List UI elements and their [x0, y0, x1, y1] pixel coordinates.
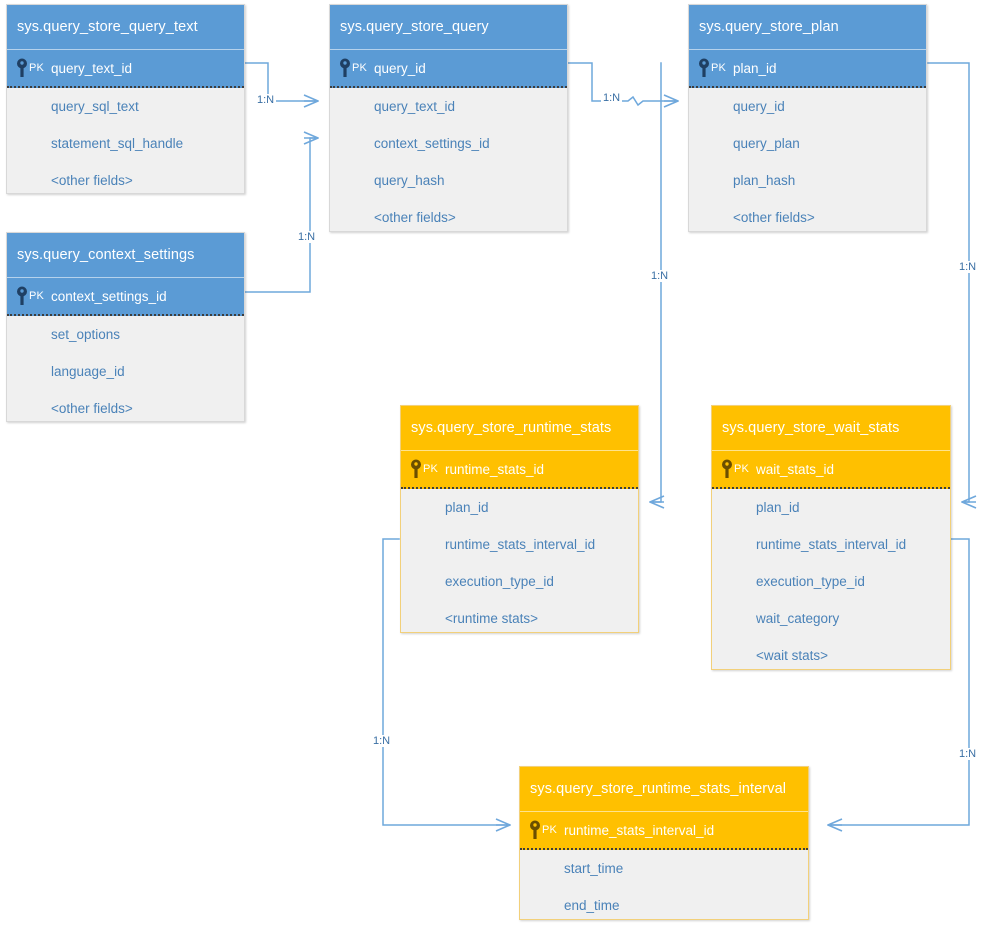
- field-row: runtime_stats_interval_id: [445, 537, 596, 552]
- key-icon-glyph: [17, 286, 27, 305]
- key-icon-glyph: [699, 58, 709, 77]
- entity-fields: query_text_id context_settings_id query_…: [330, 88, 567, 236]
- entity-query-store-runtime-stats-interval[interactable]: sys.query_store_runtime_stats_interval P…: [519, 766, 809, 920]
- field-row: query_plan: [733, 136, 800, 151]
- connector-plan-to-runtime-stats: [649, 62, 662, 503]
- pk-field-name: plan_id: [733, 60, 777, 76]
- cardinality-label: 1:N: [649, 270, 671, 282]
- entity-title: sys.query_store_runtime_stats: [401, 406, 638, 450]
- cardinality-label: 1:N: [255, 94, 277, 106]
- entity-title: sys.query_store_query: [330, 5, 567, 49]
- pk-badge-label: PK: [352, 62, 368, 74]
- key-icon-glyph: [340, 58, 350, 77]
- cardinality-label: 1:N: [601, 92, 623, 104]
- entity-primary-key-row: PK runtime_stats_id: [401, 450, 638, 489]
- field-row: query_sql_text: [51, 99, 139, 114]
- cardinality-label: 1:N: [296, 231, 318, 243]
- field-row: plan_id: [756, 500, 800, 515]
- field-row: execution_type_id: [756, 574, 865, 589]
- field-row: <other fields>: [51, 173, 133, 188]
- entity-fields: plan_id runtime_stats_interval_id execut…: [712, 489, 950, 674]
- key-icon: PK: [689, 58, 733, 78]
- entity-primary-key-row: PK plan_id: [689, 49, 926, 88]
- pk-badge-label: PK: [29, 290, 45, 302]
- field-row: end_time: [564, 898, 620, 913]
- entity-title: sys.query_store_runtime_stats_interval: [520, 767, 808, 811]
- entity-primary-key-row: PK runtime_stats_interval_id: [520, 811, 808, 850]
- field-row: query_text_id: [374, 99, 456, 114]
- cardinality-label: 1:N: [957, 748, 979, 760]
- key-icon: PK: [712, 459, 756, 479]
- key-icon-glyph: [530, 820, 540, 839]
- entity-query-store-plan[interactable]: sys.query_store_plan PK plan_id query_id…: [688, 4, 927, 232]
- key-icon: PK: [7, 286, 51, 306]
- field-row: execution_type_id: [445, 574, 554, 589]
- field-row: query_id: [733, 99, 785, 114]
- field-row: set_options: [51, 327, 121, 342]
- entity-title: sys.query_store_query_text: [7, 5, 244, 49]
- entity-fields: plan_id runtime_stats_interval_id execut…: [401, 489, 638, 637]
- field-row: wait_category: [756, 611, 840, 626]
- key-icon: PK: [330, 58, 374, 78]
- entity-primary-key-row: PK wait_stats_id: [712, 450, 950, 489]
- field-row: <other fields>: [51, 401, 133, 416]
- key-icon: PK: [401, 459, 445, 479]
- connector-query-to-plan: [567, 62, 679, 107]
- pk-badge-label: PK: [711, 62, 727, 74]
- field-row: language_id: [51, 364, 125, 379]
- pk-field-name: query_text_id: [51, 60, 133, 76]
- pk-field-name: runtime_stats_interval_id: [564, 822, 715, 838]
- entity-title: sys.query_store_plan: [689, 5, 926, 49]
- key-icon-glyph: [411, 459, 421, 478]
- field-row: <other fields>: [374, 210, 456, 225]
- pk-badge-label: PK: [734, 463, 750, 475]
- field-row: statement_sql_handle: [51, 136, 184, 151]
- field-row: context_settings_id: [374, 136, 490, 151]
- field-row: <other fields>: [733, 210, 815, 225]
- field-row: query_hash: [374, 173, 445, 188]
- connector-context-settings-to-query: [244, 137, 319, 293]
- key-icon-glyph: [722, 459, 732, 478]
- field-row: plan_hash: [733, 173, 796, 188]
- entity-primary-key-row: PK query_id: [330, 49, 567, 88]
- entity-fields: query_id query_plan plan_hash <other fie…: [689, 88, 926, 236]
- field-row: <wait stats>: [756, 648, 829, 663]
- key-icon-glyph: [17, 58, 27, 77]
- entity-query-context-settings[interactable]: sys.query_context_settings PK context_se…: [6, 232, 245, 422]
- entity-fields: set_options language_id <other fields>: [7, 316, 244, 427]
- entity-title: sys.query_context_settings: [7, 233, 244, 277]
- cardinality-label: 1:N: [957, 261, 979, 273]
- entity-fields: start_time end_time: [520, 850, 808, 924]
- entity-primary-key-row: PK context_settings_id: [7, 277, 244, 316]
- pk-field-name: query_id: [374, 60, 426, 76]
- entity-title: sys.query_store_wait_stats: [712, 406, 950, 450]
- pk-field-name: runtime_stats_id: [445, 461, 545, 477]
- entity-query-store-query[interactable]: sys.query_store_query PK query_id query_…: [329, 4, 568, 232]
- field-row: plan_id: [445, 500, 489, 515]
- field-row: <runtime stats>: [445, 611, 539, 626]
- pk-field-name: context_settings_id: [51, 288, 167, 304]
- pk-badge-label: PK: [423, 463, 439, 475]
- entity-query-store-runtime-stats[interactable]: sys.query_store_runtime_stats PK runtime…: [400, 405, 639, 633]
- pk-badge-label: PK: [29, 62, 45, 74]
- field-row: start_time: [564, 861, 624, 876]
- pk-badge-label: PK: [542, 824, 558, 836]
- entity-fields: query_sql_text statement_sql_handle <oth…: [7, 88, 244, 199]
- key-icon: PK: [7, 58, 51, 78]
- entity-query-store-wait-stats[interactable]: sys.query_store_wait_stats PK wait_stats…: [711, 405, 951, 670]
- cardinality-label: 1:N: [371, 735, 393, 747]
- entity-query-store-query-text[interactable]: sys.query_store_query_text PK query_text…: [6, 4, 245, 194]
- key-icon: PK: [520, 820, 564, 840]
- entity-primary-key-row: PK query_text_id: [7, 49, 244, 88]
- field-row: runtime_stats_interval_id: [756, 537, 907, 552]
- pk-field-name: wait_stats_id: [756, 461, 835, 477]
